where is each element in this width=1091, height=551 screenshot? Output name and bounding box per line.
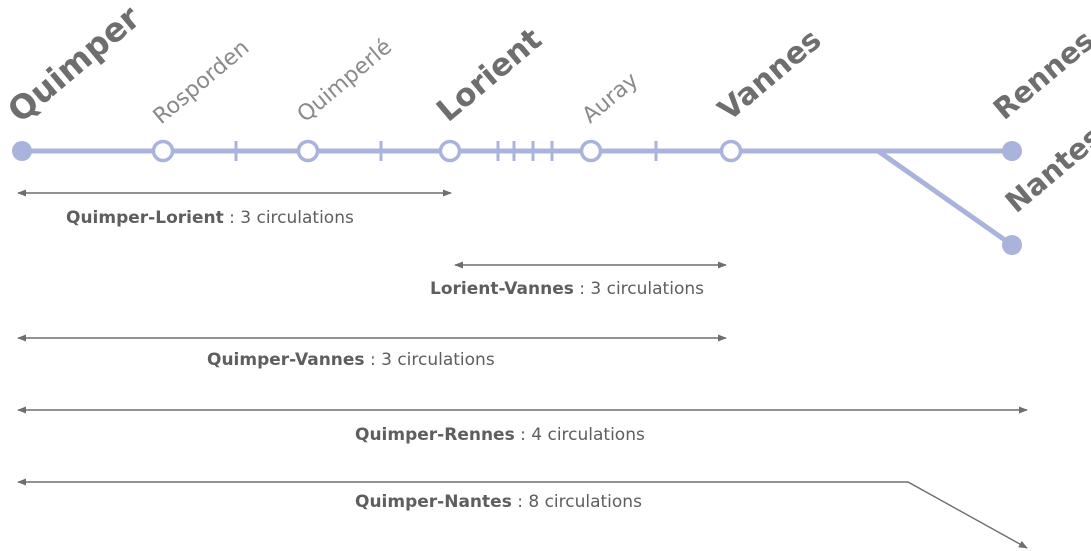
station-markers [12, 139, 1022, 255]
route-arrow-quimper-nantes [17, 478, 1028, 549]
route-count: : 3 circulations [365, 350, 495, 370]
station-label-quimperle: Quimperlé [293, 35, 397, 128]
station-label-auray: Auray [578, 68, 644, 129]
route-name: Quimper-Lorient [66, 208, 224, 228]
route-name: Quimper-Vannes [207, 350, 365, 370]
route-name: Quimper-Nantes [355, 492, 512, 512]
route-count: : 3 circulations [224, 208, 354, 228]
station-marker-auray [579, 139, 603, 163]
station-label-rennes: Rennes [987, 23, 1091, 126]
station-marker-lorient [438, 139, 462, 163]
route-count: : 8 circulations [512, 492, 642, 512]
route-label-quimper-lorient: Quimper-Lorient : 3 circulations [66, 208, 354, 228]
route-labels: Quimper-Lorient : 3 circulations Lorient… [66, 208, 704, 512]
station-label-rosporden: Rosporden [149, 35, 255, 129]
route-name: Lorient-Vannes [430, 279, 574, 299]
station-label-quimper: Quimper [0, 0, 148, 130]
station-label-lorient: Lorient [430, 21, 549, 129]
station-label-nantes: Nantes [999, 119, 1091, 219]
route-count: : 4 circulations [515, 425, 645, 445]
rail-track [22, 148, 1014, 248]
route-count: : 3 circulations [574, 279, 704, 299]
service-routes [17, 189, 1028, 549]
station-marker-quimper [12, 141, 32, 161]
station-marker-rosporden [151, 139, 175, 163]
nantes-branch-line [876, 148, 1014, 248]
route-label-quimper-nantes: Quimper-Nantes : 8 circulations [355, 492, 642, 512]
station-marker-vannes [719, 139, 743, 163]
route-label-lorient-vannes: Lorient-Vannes : 3 circulations [430, 279, 704, 299]
route-name: Quimper-Rennes [355, 425, 515, 445]
station-marker-rennes [1002, 141, 1022, 161]
station-marker-quimperle [296, 139, 320, 163]
intermediate-stop-ticks [234, 141, 658, 161]
station-label-vannes: Vannes [712, 22, 829, 128]
route-label-quimper-vannes: Quimper-Vannes : 3 circulations [207, 350, 495, 370]
route-label-quimper-rennes: Quimper-Rennes : 4 circulations [355, 425, 645, 445]
station-marker-nantes [1002, 235, 1022, 255]
